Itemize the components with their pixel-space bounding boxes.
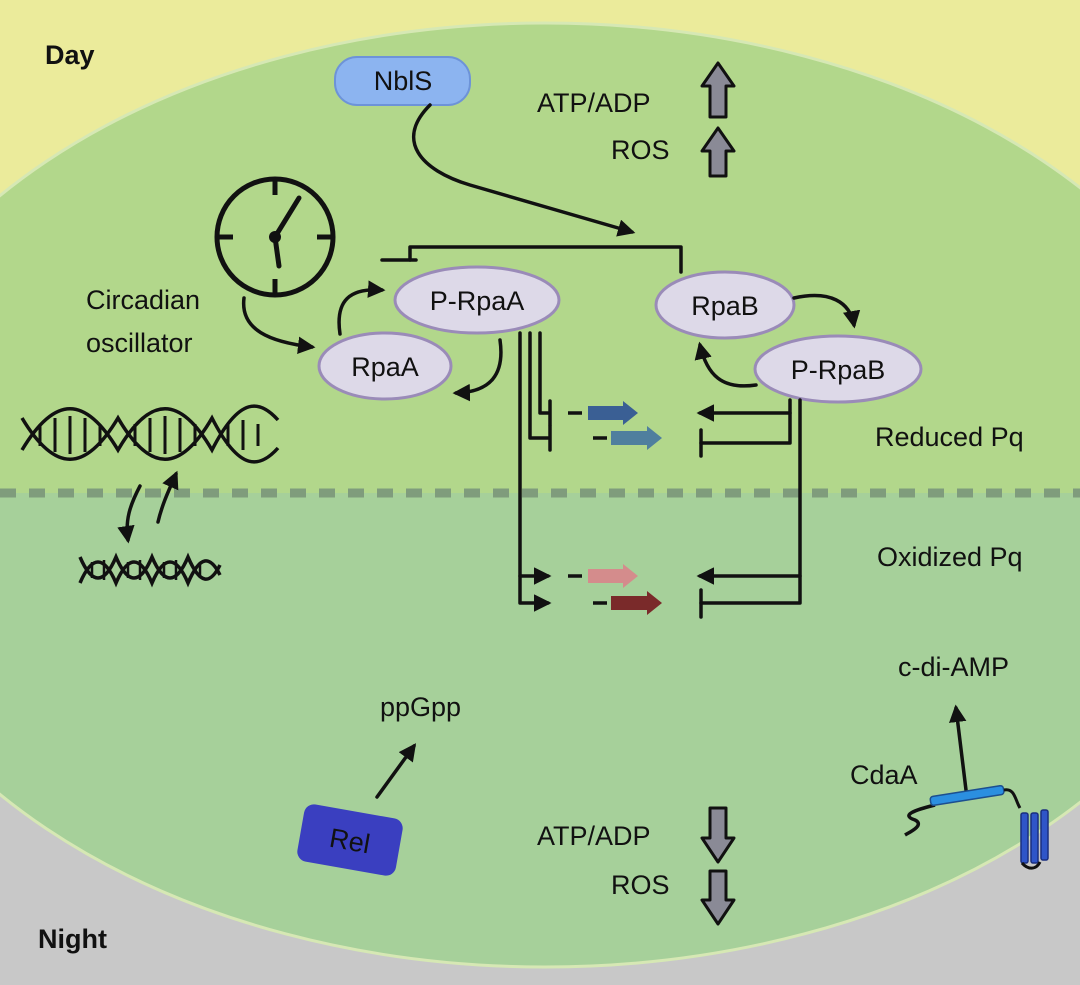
oxidized-pq-label: Oxidized Pq [877, 542, 1023, 572]
gene-maroon [593, 591, 662, 615]
atp-adp-night-label: ATP/ADP [537, 821, 651, 851]
atp-adp-day-label: ATP/ADP [537, 88, 651, 118]
c-di-amp-label: c-di-AMP [898, 652, 1009, 682]
p-rpab-dephosphorylation-arrow [694, 341, 758, 388]
ros-down-icon [700, 869, 736, 926]
dna-relaxed-icon [20, 404, 280, 464]
rel-to-ppgpp-arrow [375, 743, 417, 799]
rpab-node [654, 270, 796, 340]
p-rpab-node [753, 334, 923, 404]
night-label: Night [38, 924, 107, 954]
rpab-inhibits-rpaa-line [408, 245, 683, 274]
p-rpaa-dephosphorylation-arrow [452, 338, 503, 402]
cell-membrane [0, 21, 1080, 969]
cdaa-to-c-di-amp-arrow [949, 704, 968, 792]
rpaa-phosphorylation-arrow [337, 280, 386, 336]
circadian-label-line1: Circadian [86, 285, 200, 315]
nbls-label: NblS [374, 66, 433, 96]
cdaa-label: CdaA [850, 760, 918, 790]
p-rpaa-node [393, 265, 561, 335]
p-rpab-regulation [696, 398, 802, 619]
gene-blue-dark [568, 401, 638, 425]
membrane-protein-icon [904, 784, 1049, 870]
gene-pink [568, 564, 638, 588]
rpaa-node [317, 331, 453, 401]
dna-supercoiling-arrow [117, 484, 142, 544]
rel-node: Rel [297, 804, 403, 876]
rpab-phosphorylation-arrow [792, 293, 861, 329]
atp-adp-down-icon [700, 806, 736, 864]
rpab-label: RpaB [691, 291, 759, 321]
ros-night-label: ROS [611, 870, 670, 900]
ros-up-icon [700, 126, 736, 178]
ros-day-label: ROS [611, 135, 670, 165]
nbls-node: NblS [334, 56, 471, 106]
rel-label: Rel [327, 823, 372, 860]
rpaa-label: RpaA [351, 352, 419, 382]
dna-relaxation-arrow [156, 470, 179, 524]
nbls-to-rpab-arrow [411, 103, 636, 237]
p-rpaa-label: P-RpaA [430, 286, 525, 316]
p-rpaa-regulation [518, 331, 552, 612]
clock-icon [214, 176, 336, 298]
ppgpp-label: ppGpp [380, 692, 461, 722]
clock-to-rpaa-arrow [241, 296, 316, 355]
day-label: Day [45, 40, 95, 70]
dna-supercoiled-icon [78, 552, 222, 588]
p-rpab-label: P-RpaB [791, 355, 886, 385]
atp-adp-up-icon [700, 61, 736, 119]
reduced-pq-label: Reduced Pq [875, 422, 1024, 452]
circadian-label-line2: oscillator [86, 328, 193, 358]
gene-blue-light [593, 426, 662, 450]
